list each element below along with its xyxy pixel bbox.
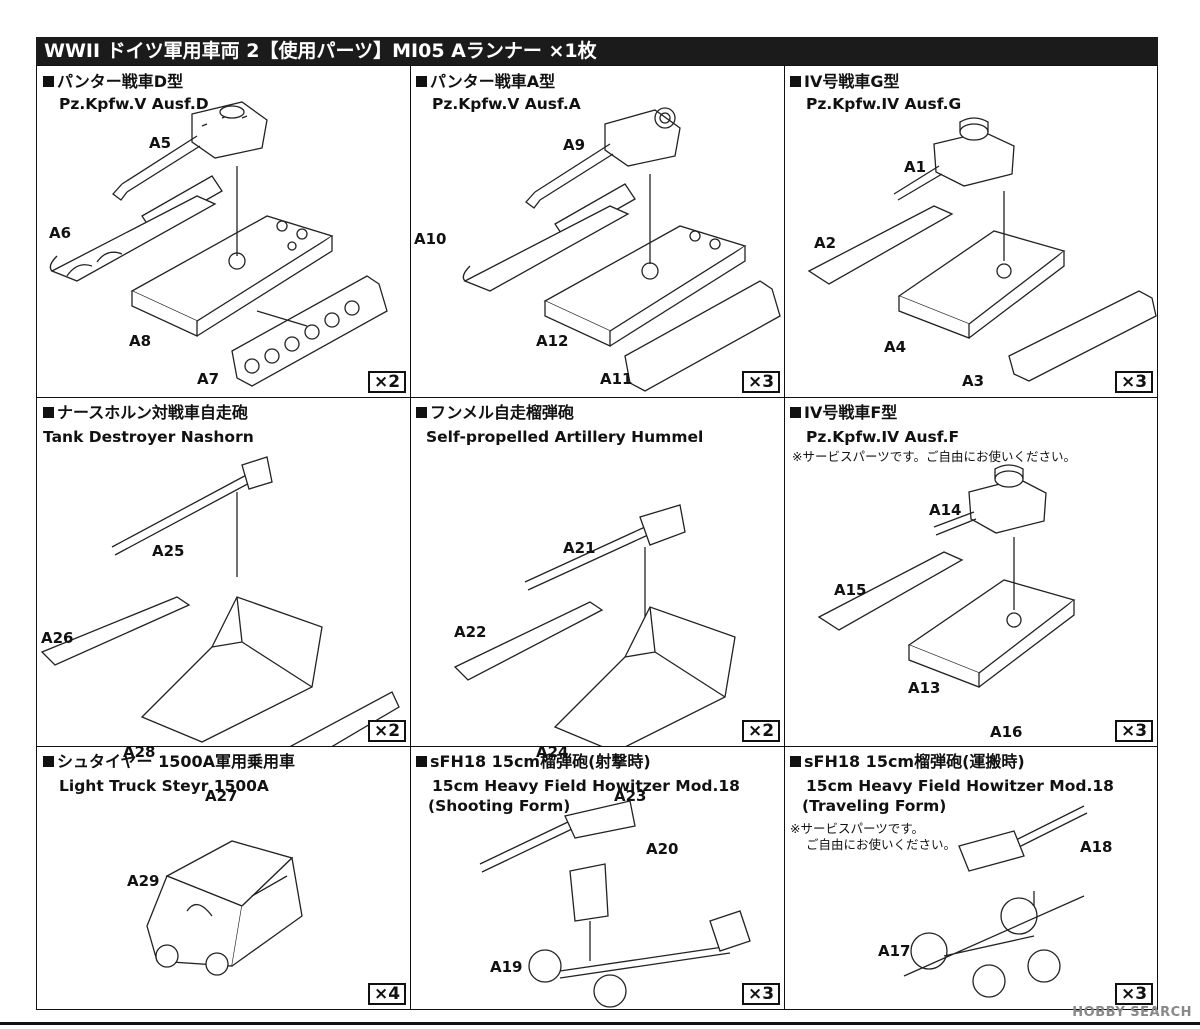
service-parts-note: ご自由にお使いください。 <box>806 837 957 852</box>
self-propelled-gun-drawing <box>40 456 400 746</box>
panther-tank-drawing <box>49 101 388 387</box>
panel-subtitle: Pz.Kpfw.IV Ausf.G <box>806 95 962 113</box>
quantity-badge: ×3 <box>1115 371 1153 393</box>
panel-title: IV号戦車G型 <box>790 72 899 92</box>
panther-tank-drawing <box>462 107 781 392</box>
panel-panther-a: パンター戦車A型 Pz.Kpfw.V Ausf.A A9 A10 A12 A11… <box>410 66 784 397</box>
part-label: A1 <box>904 158 927 176</box>
panel-title: IV号戦車F型 <box>790 403 897 423</box>
panzer-iv-drawing <box>817 464 1076 688</box>
panel-title: シュタイヤー 1500A軍用乗用車 <box>43 752 295 772</box>
part-label: A5 <box>149 134 172 152</box>
divider <box>410 66 411 1009</box>
part-label: A21 <box>563 539 596 557</box>
service-parts-note: ※サービスパーツです。ご自由にお使いください。 <box>792 449 1076 464</box>
panzer-iv-drawing <box>807 117 1157 382</box>
panel-howitzer-shooting: sFH18 15cm榴弾砲(射撃時) 15cm Heavy Field Howi… <box>410 746 784 1009</box>
part-label: A3 <box>962 372 985 390</box>
truck-drawing <box>146 840 303 976</box>
part-label: A12 <box>536 332 569 350</box>
panel-subtitle: Light Truck Steyr 1500A <box>59 777 269 795</box>
panel-subtitle: 15cm Heavy Field Howitzer Mod.18 <box>806 777 1114 795</box>
quantity-badge: ×3 <box>742 371 780 393</box>
quantity-badge: ×4 <box>368 983 406 1005</box>
panel-title: ナースホルン対戦車自走砲 <box>43 403 248 423</box>
panel-steyr-truck: シュタイヤー 1500A軍用乗用車 Light Truck Steyr 1500… <box>37 746 410 1009</box>
part-label: A29 <box>127 872 160 890</box>
panel-howitzer-traveling: sFH18 15cm榴弾砲(運搬時) 15cm Heavy Field Howi… <box>784 746 1157 1009</box>
panel-subtitle: Pz.Kpfw.IV Ausf.F <box>806 428 960 446</box>
self-propelled-gun-drawing <box>453 504 736 746</box>
panel-hummel: フンメル自走榴弾砲 Self-propelled Artillery Humme… <box>410 397 784 805</box>
part-label: A10 <box>414 230 447 248</box>
part-label: A14 <box>929 501 962 519</box>
part-label: A28 <box>123 743 156 761</box>
part-label: A4 <box>884 338 907 356</box>
panel-title: sFH18 15cm榴弾砲(射撃時) <box>416 752 651 772</box>
panel-subtitle: Tank Destroyer Nashorn <box>43 428 254 446</box>
quantity-badge: ×2 <box>368 720 406 742</box>
bottom-rule <box>0 1022 1200 1025</box>
panel-subtitle: Pz.Kpfw.V Ausf.A <box>432 95 581 113</box>
panel-subtitle: Self-propelled Artillery Hummel <box>426 428 704 446</box>
quantity-badge: ×3 <box>742 983 780 1005</box>
panel-title: sFH18 15cm榴弾砲(運搬時) <box>790 752 1025 772</box>
quantity-badge: ×3 <box>1115 983 1153 1005</box>
panel-panzer-iv-f: IV号戦車F型 Pz.Kpfw.IV Ausf.F ※サービスパーツです。ご自由… <box>784 397 1157 746</box>
part-label: A11 <box>600 370 633 388</box>
part-label: A18 <box>1080 838 1113 856</box>
part-label: A6 <box>49 224 72 242</box>
runner-header: WWII ドイツ軍用車両 2【使用パーツ】MI05 Aランナー ×1枚 <box>36 37 1158 65</box>
divider <box>784 66 785 1009</box>
part-label: A20 <box>646 840 679 858</box>
part-label: A17 <box>878 942 911 960</box>
panel-title: フンメル自走榴弾砲 <box>416 403 574 423</box>
part-label: A27 <box>205 787 238 805</box>
part-label: A7 <box>197 370 220 388</box>
part-label: A9 <box>563 136 586 154</box>
howitzer-drawing <box>903 805 1088 998</box>
service-parts-note: ※サービスパーツです。 <box>790 821 924 836</box>
howitzer-drawing <box>479 800 751 1008</box>
part-label: A19 <box>490 958 523 976</box>
part-label: A16 <box>990 723 1023 741</box>
quantity-badge: ×2 <box>368 371 406 393</box>
part-label: A8 <box>129 332 152 350</box>
panel-subtitle: Pz.Kpfw.V Ausf.D <box>59 95 209 113</box>
quantity-badge: ×3 <box>1115 720 1153 742</box>
quantity-badge: ×2 <box>742 720 780 742</box>
divider <box>37 746 1157 747</box>
panel-subtitle-form: (Shooting Form) <box>428 797 571 815</box>
panel-panzer-iv-g: IV号戦車G型 Pz.Kpfw.IV Ausf.G A1 A2 A4 A3 ×3 <box>784 66 1157 397</box>
panel-panther-d: パンター戦車D型 Pz.Kpfw.V Ausf.D A5 A6 A8 A7 ×2 <box>37 66 410 397</box>
watermark: HOBBY SEARCH <box>1072 1005 1192 1020</box>
panel-nashorn: ナースホルン対戦車自走砲 Tank Destroyer Nashorn A25 … <box>37 397 410 805</box>
part-label: A23 <box>614 787 647 805</box>
panel-title: パンター戦車D型 <box>43 72 183 92</box>
part-label: A24 <box>536 743 569 761</box>
panel-subtitle: 15cm Heavy Field Howitzer Mod.18 <box>432 777 740 795</box>
part-label: A15 <box>834 581 867 599</box>
part-label: A2 <box>814 234 837 252</box>
part-label: A25 <box>152 542 185 560</box>
part-label: A26 <box>41 629 74 647</box>
panel-title: パンター戦車A型 <box>416 72 555 92</box>
part-label: A13 <box>908 679 941 697</box>
panel-subtitle-form: (Traveling Form) <box>802 797 947 815</box>
parts-grid: パンター戦車D型 Pz.Kpfw.V Ausf.D A5 A6 A8 A7 ×2… <box>36 65 1158 1010</box>
divider <box>37 397 1157 398</box>
part-label: A22 <box>454 623 487 641</box>
